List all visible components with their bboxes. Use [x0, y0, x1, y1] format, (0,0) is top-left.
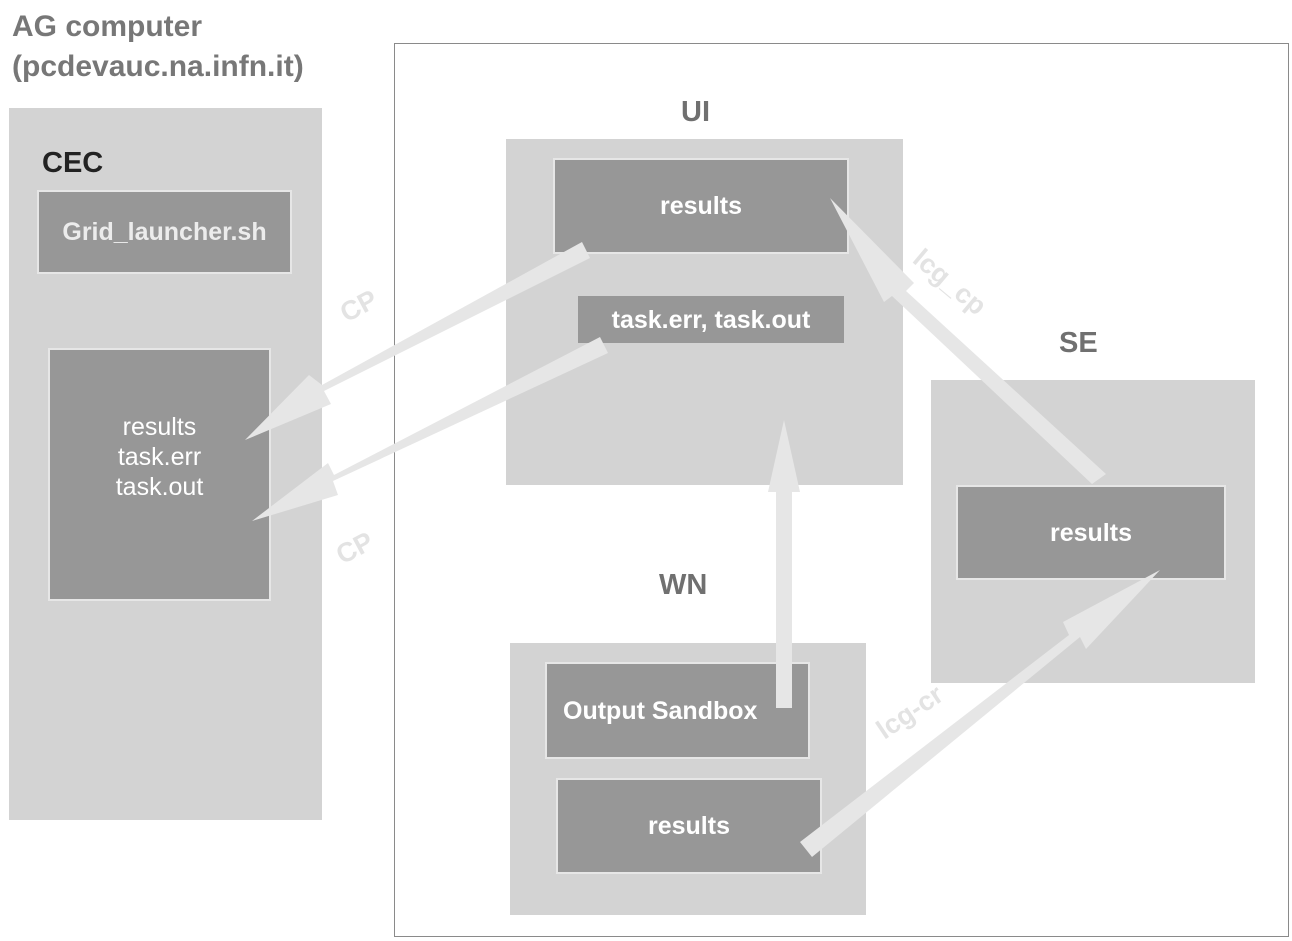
- arrow-label-cp-top: CP: [335, 283, 383, 329]
- cec-file-results: results: [122, 413, 197, 441]
- grid-launcher-box: Grid_launcher.sh: [37, 190, 292, 274]
- output-sandbox-box: Output Sandbox: [545, 662, 810, 759]
- output-sandbox-label: Output Sandbox: [563, 696, 758, 725]
- se-results-label: results: [1050, 518, 1132, 547]
- cec-files-box: results task.err task.out: [48, 348, 271, 601]
- arrow-label-cp-bottom: CP: [331, 525, 379, 571]
- ui-task-files-box: task.err, task.out: [578, 296, 844, 343]
- ui-results-label: results: [660, 192, 742, 220]
- cec-file-task-out: task.out: [115, 473, 204, 501]
- ui-label: UI: [681, 96, 710, 128]
- ag-computer-hostname: (pcdevauc.na.infn.it): [12, 50, 304, 83]
- cec-file-task-err: task.err: [117, 443, 202, 471]
- wn-results-box: results: [556, 778, 822, 874]
- wn-label: WN: [659, 569, 708, 601]
- se-results-box: results: [956, 485, 1226, 580]
- wn-results-label: results: [648, 812, 730, 840]
- ui-task-files-label: task.err, task.out: [611, 305, 811, 334]
- grid-launcher-label: Grid_launcher.sh: [62, 218, 267, 246]
- ui-results-box: results: [553, 158, 849, 254]
- cec-label: CEC: [42, 147, 104, 179]
- ag-computer-title: AG computer: [12, 10, 203, 43]
- se-label: SE: [1059, 327, 1098, 359]
